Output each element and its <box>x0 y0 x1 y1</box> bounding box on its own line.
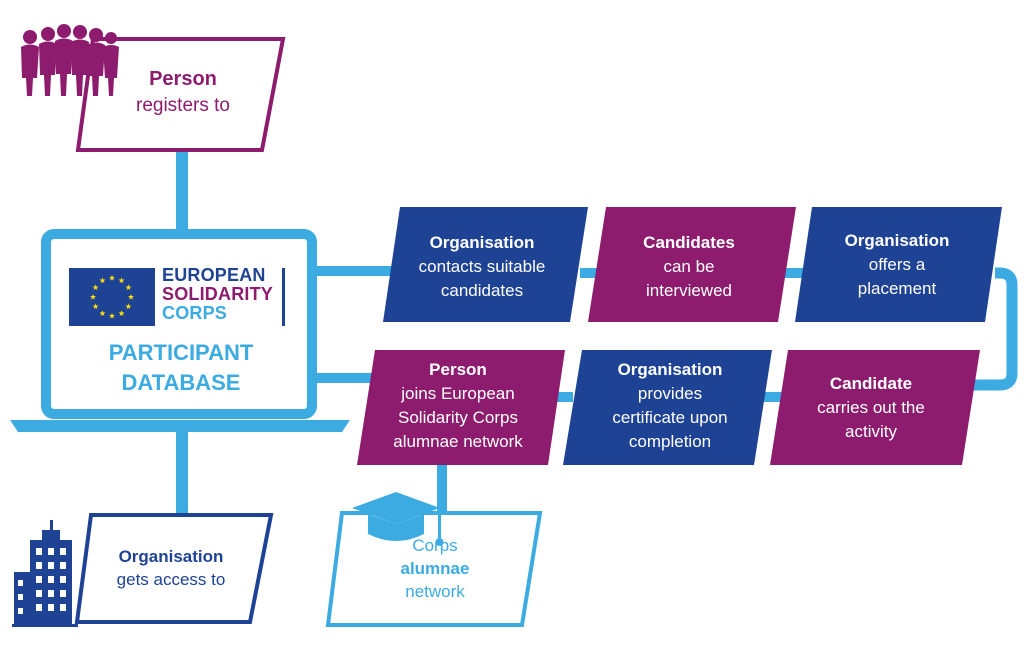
eu-star-icon <box>125 303 132 310</box>
laptop-base <box>10 420 350 432</box>
organisation-box-label: Organisation gets access to <box>96 545 246 591</box>
person-box-title: Person <box>149 68 217 90</box>
person-box <box>75 37 286 152</box>
organisation-box-text: gets access to <box>116 570 226 589</box>
step-4-text: Candidate carries out the activity <box>786 372 956 444</box>
eu-star-icon <box>108 274 116 281</box>
step-4-desc: carries out the activity <box>817 398 925 441</box>
step-2-shape <box>588 207 796 322</box>
step-1-title: Organisation <box>429 233 535 252</box>
step-1-desc: contacts suitable candidates <box>418 257 546 300</box>
eu-star-icon <box>127 293 135 300</box>
step-6-title: Person <box>429 360 487 379</box>
organisation-box-title: Organisation <box>118 547 224 566</box>
step-1-text: Organisation contacts suitable candidates <box>397 231 567 303</box>
database-title: PARTICIPANT DATABASE <box>56 338 306 398</box>
connector-person-to-database <box>176 150 188 234</box>
connectors <box>176 150 1018 516</box>
alumnae-box-label: Corps alumnae network <box>360 534 510 603</box>
person-box-text: registers to <box>136 95 230 116</box>
connector-step3-to-step4 <box>970 267 1018 391</box>
alumnae-line2: alumnae <box>400 559 470 578</box>
connector-step6-to-database <box>312 373 382 383</box>
connector-step2-to-step3 <box>785 268 815 278</box>
alumnae-box <box>325 511 543 627</box>
step-5-title: Organisation <box>617 360 723 379</box>
step-1-shape <box>383 207 588 322</box>
connector-step5-to-step6 <box>553 392 573 402</box>
eu-flag-icon <box>69 268 155 326</box>
logo-divider <box>282 268 285 326</box>
eu-star-icon <box>125 284 132 291</box>
step-2-desc: can be interviewed <box>646 257 732 300</box>
database-title-line2: DATABASE <box>121 370 241 395</box>
people-silhouette-icon <box>21 24 119 96</box>
eu-star-icon <box>99 277 106 284</box>
step-3-title: Organisation <box>844 231 950 250</box>
eu-star-icon <box>118 310 125 317</box>
connector-database-to-step1 <box>312 266 410 276</box>
connector-step6-to-alumnae <box>437 462 447 514</box>
step-6-shape <box>357 350 565 465</box>
step-shapes <box>357 207 1002 465</box>
graduation-cap-icon <box>352 492 444 546</box>
eu-star-icon <box>89 293 97 300</box>
person-box-label: Person registers to <box>108 67 258 118</box>
step-2-title: Candidates <box>643 233 735 252</box>
connector-step1-to-step2 <box>580 268 610 278</box>
step-4-title: Candidate <box>829 374 913 393</box>
step-6-text: Person joins European Solidarity Corps al… <box>373 358 543 454</box>
logo-line2: SOLIDARITY <box>162 284 274 304</box>
esc-logo-text: EUROPEAN SOLIDARITY CORPS <box>162 266 273 323</box>
step-3-text: Organisation offers a placement <box>812 229 982 301</box>
step-5-shape <box>563 350 772 465</box>
step-5-text: Organisation provides certificate upon co… <box>585 358 755 454</box>
logo-line3: CORPS <box>162 303 228 323</box>
step-3-shape <box>795 207 1002 322</box>
alumnae-line1: Corps <box>412 536 458 555</box>
database-title-line1: PARTICIPANT <box>108 340 254 365</box>
eu-star-icon <box>92 303 99 310</box>
step-3-desc: offers a placement <box>857 255 937 298</box>
eu-star-icon <box>108 312 116 319</box>
eu-star-icon <box>118 277 125 284</box>
step-6-desc: joins European Solidarity Corps alumnae … <box>393 384 523 451</box>
eu-star-icon <box>92 284 99 291</box>
connector-step4-to-step5 <box>762 392 782 402</box>
connector-database-to-organisation <box>176 430 188 516</box>
eu-star-icon <box>99 310 106 317</box>
organisation-box <box>74 513 274 624</box>
office-building-icon <box>12 520 78 627</box>
step-2-text: Candidates can be interviewed <box>604 231 774 303</box>
alumnae-line3: network <box>405 582 465 601</box>
step-4-shape <box>770 350 980 465</box>
logo-line1: EUROPEAN <box>162 265 266 285</box>
step-5-desc: provides certificate upon completion <box>612 384 728 451</box>
